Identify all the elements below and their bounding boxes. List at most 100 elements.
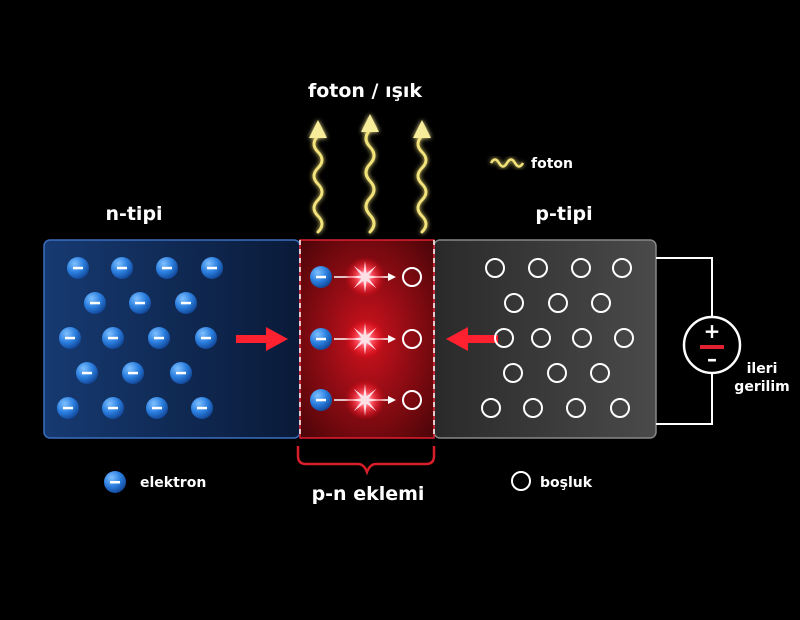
electron-minus: [108, 406, 118, 410]
electron: [175, 292, 197, 314]
hole: [494, 328, 514, 348]
forward-bias-label-line2: gerilim: [734, 379, 789, 395]
electron-minus: [176, 371, 186, 375]
photon-arrow: [413, 120, 431, 234]
electron-minus: [63, 406, 73, 410]
hole: [481, 398, 501, 418]
starburst-icon: [349, 384, 381, 416]
photon-arrowhead: [361, 114, 379, 132]
hole: [547, 363, 567, 383]
electron-legend-minus: [110, 481, 120, 484]
recombination-event: [310, 380, 422, 420]
electron: [76, 362, 98, 384]
hole: [548, 293, 568, 313]
electron-minus: [135, 301, 145, 305]
electron: [170, 362, 192, 384]
photon-arrow: [309, 120, 327, 234]
battery-red-bar: [700, 345, 724, 349]
junction-electron: [310, 328, 332, 350]
hole: [528, 258, 548, 278]
electron-minus: [128, 371, 138, 375]
electron-minus: [154, 336, 164, 340]
battery-plus-sign: +: [704, 319, 721, 343]
p-type-label: p-tipi: [535, 203, 592, 225]
photon-wave: [416, 134, 428, 234]
photon-wave: [312, 134, 324, 234]
circuit-wire: [656, 257, 713, 425]
electron-minus: [207, 266, 217, 270]
recombination-arrowhead: [388, 396, 396, 404]
electron-minus: [90, 301, 100, 305]
photon-arrow: [361, 114, 379, 234]
hole-legend-label: boşluk: [540, 475, 593, 491]
junction-electron: [310, 266, 332, 288]
recombination-event: [310, 319, 422, 359]
electron: [57, 397, 79, 419]
electron-minus: [181, 301, 191, 305]
hole: [503, 363, 523, 383]
electron-minus: [108, 336, 118, 340]
electron-legend-label: elektron: [140, 475, 206, 491]
recombination-arrowhead: [388, 335, 396, 343]
hole-legend: boşluk: [511, 471, 593, 491]
electron-minus: [197, 406, 207, 410]
n-type-label: n-tipi: [105, 203, 162, 225]
photon-legend-icon: [489, 158, 525, 168]
hole: [612, 258, 632, 278]
hole: [614, 328, 634, 348]
electron-minus: [82, 371, 92, 375]
hole: [590, 363, 610, 383]
electron: [191, 397, 213, 419]
starburst-icon: [349, 261, 381, 293]
electron-minus: [65, 336, 75, 340]
photon-light-title: foton / ışık: [308, 80, 422, 102]
junction-bracket: [296, 446, 436, 476]
forward-bias-label-line1: ileri: [747, 361, 778, 377]
electron: [129, 292, 151, 314]
electron: [146, 397, 168, 419]
electron-minus: [316, 398, 326, 402]
junction-label: p-n eklemi: [312, 483, 425, 505]
electron: [102, 327, 124, 349]
photon-arrowhead: [309, 120, 327, 138]
photon-arrowhead: [413, 120, 431, 138]
recombination-arrowhead: [388, 273, 396, 281]
hole: [610, 398, 630, 418]
electron: [201, 257, 223, 279]
electron: [195, 327, 217, 349]
recombination-event: [310, 257, 422, 297]
electron-minus: [152, 406, 162, 410]
junction-hole: [402, 267, 422, 287]
hole: [591, 293, 611, 313]
junction-electron: [310, 389, 332, 411]
starburst-icon: [349, 323, 381, 355]
electron-injection-arrow: [236, 327, 288, 351]
electron-minus: [316, 337, 326, 341]
photon-wave: [364, 128, 376, 234]
electron: [122, 362, 144, 384]
electron-minus: [316, 275, 326, 279]
hole: [572, 328, 592, 348]
hole: [571, 258, 591, 278]
junction-hole: [402, 329, 422, 349]
electron: [111, 257, 133, 279]
electron-legend: elektron: [104, 471, 206, 493]
photon-legend: foton: [489, 156, 573, 172]
electron-minus: [162, 266, 172, 270]
electron-minus: [73, 266, 83, 270]
hole-legend-icon: [511, 471, 531, 491]
hole: [504, 293, 524, 313]
hole: [485, 258, 505, 278]
hole: [523, 398, 543, 418]
electron: [67, 257, 89, 279]
battery-minus-sign: –: [707, 347, 717, 371]
electron: [102, 397, 124, 419]
electron-minus: [201, 336, 211, 340]
hole: [531, 328, 551, 348]
electron-minus: [117, 266, 127, 270]
photon-legend-label: foton: [531, 156, 573, 172]
electron: [84, 292, 106, 314]
electron: [156, 257, 178, 279]
electron: [59, 327, 81, 349]
